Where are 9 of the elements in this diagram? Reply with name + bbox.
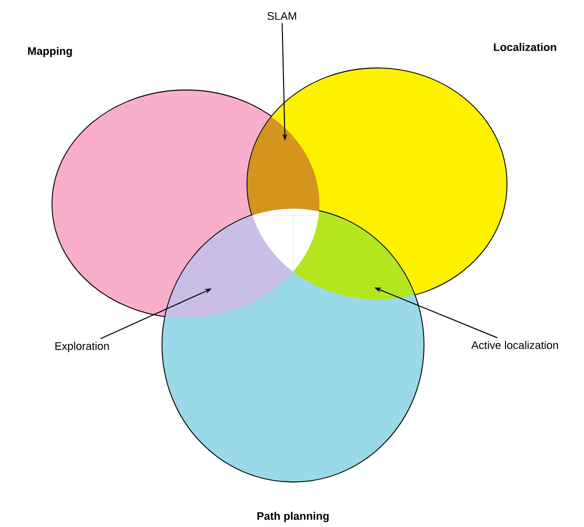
overlap-region <box>248 117 320 216</box>
node-label: Mapping <box>28 46 72 58</box>
callout-text: Exploration <box>55 342 109 352</box>
callout-text: SLAM <box>268 12 296 20</box>
overlap-region <box>293 212 414 300</box>
overlap-region <box>166 216 293 318</box>
node-label: Path planning <box>257 512 329 522</box>
callout-text: Active localization <box>471 340 558 350</box>
node-label: Localization <box>494 42 556 52</box>
